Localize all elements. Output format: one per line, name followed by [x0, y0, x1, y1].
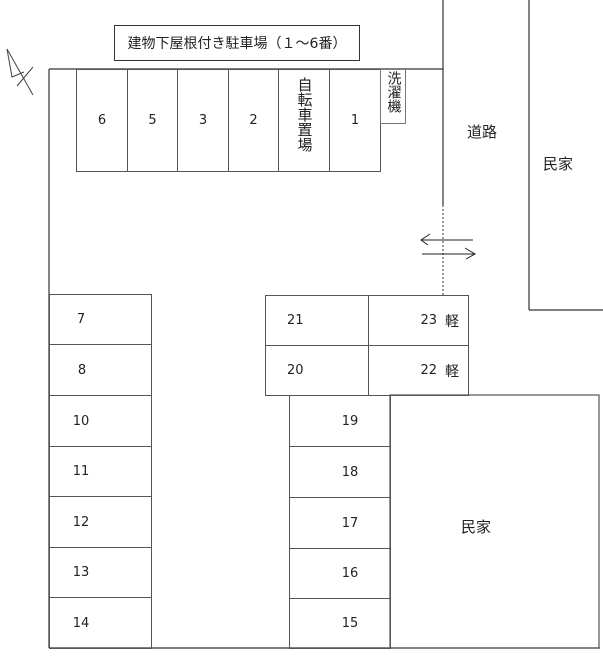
stall-number: 2: [249, 113, 258, 128]
parking-stall: 7: [49, 294, 152, 345]
stall-number: 14: [72, 615, 90, 631]
stall-number: 19: [341, 413, 359, 429]
parking-stall: 16: [289, 548, 391, 599]
stall-number: 18: [341, 464, 359, 480]
stall-number: 20: [287, 363, 304, 378]
washing-machine: 洗濯機: [380, 69, 406, 124]
north-arrow-icon: [6, 48, 34, 96]
parking-stall: 11: [49, 446, 152, 497]
house-label-upper: 民家: [543, 155, 574, 173]
parking-stall: 6: [76, 69, 128, 172]
arrow-right-icon: [422, 247, 476, 260]
stall-number: 16: [341, 566, 359, 581]
parking-stall: 8: [49, 344, 152, 396]
parking-stall: 17: [289, 497, 391, 549]
parking-stall: 15: [289, 598, 391, 649]
bicycle-parking-label: 自転車置場: [295, 77, 314, 152]
parking-stall-kei: 22 軽: [368, 345, 469, 396]
parking-stall-kei: 23 軽: [368, 295, 469, 346]
kei-car-label: 軽: [445, 363, 459, 380]
parking-stall: 18: [289, 446, 391, 498]
parking-stall: 1: [329, 69, 381, 172]
parking-stall: 5: [127, 69, 178, 172]
stall-number: 6: [97, 113, 107, 128]
parking-stall: 3: [177, 69, 229, 172]
stall-number: 22: [420, 363, 437, 378]
stall-number: 7: [76, 312, 86, 327]
stall-number: 3: [198, 113, 208, 128]
house-label-lower: 民家: [461, 518, 492, 536]
parking-stall: 14: [49, 597, 152, 649]
kei-car-label: 軽: [445, 313, 459, 330]
parking-stall: 12: [49, 496, 152, 548]
parking-stall: 21: [265, 295, 369, 346]
arrow-left-icon: [420, 233, 473, 246]
stall-number: 5: [148, 113, 157, 128]
bicycle-parking: 自転車置場: [278, 69, 330, 172]
stall-number: 12: [72, 514, 90, 530]
covered-parking-title: 建物下屋根付き駐車場（１～6番）: [114, 25, 360, 61]
stall-number: 13: [72, 565, 90, 580]
house-outline-upper: [528, 0, 603, 311]
washing-machine-label: 洗濯機: [385, 71, 402, 113]
stall-number: 17: [341, 515, 359, 531]
road-label: 道路: [467, 123, 498, 141]
parking-stall: 10: [49, 395, 152, 447]
stall-number: 10: [72, 413, 90, 429]
parking-stall: 20: [265, 345, 369, 396]
stall-number: 1: [350, 113, 360, 128]
parking-stall: 2: [228, 69, 279, 172]
stall-number: 8: [77, 362, 87, 378]
house-outline-lower: [389, 394, 600, 649]
stall-number: 21: [287, 313, 304, 328]
parking-stall: 13: [49, 547, 152, 598]
stall-number: 11: [72, 464, 90, 479]
stall-number: 23: [420, 313, 437, 328]
parking-stall: 19: [289, 395, 391, 447]
stall-number: 15: [341, 616, 359, 631]
